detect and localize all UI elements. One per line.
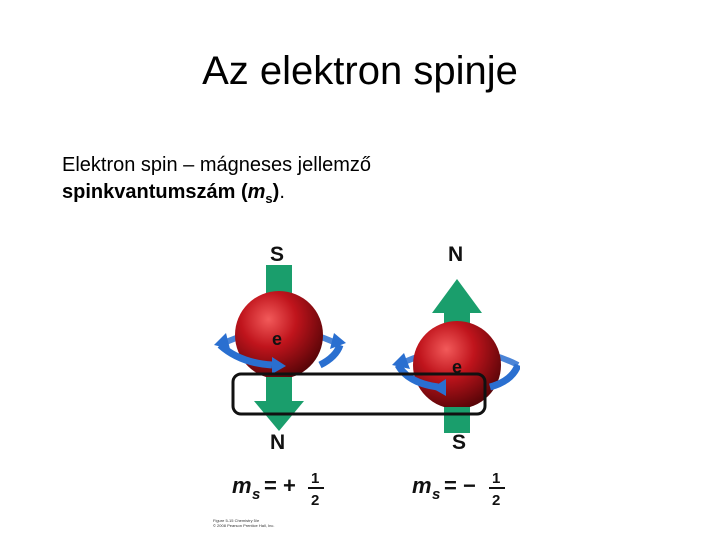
left-electron-group: S e N — [214, 243, 346, 454]
body-line-1: Elektron spin – mágneses jellemző — [62, 152, 371, 179]
right-ms-subscript: s — [432, 486, 440, 503]
left-orbit-front-right — [320, 345, 340, 365]
left-electron-label: e — [272, 329, 282, 349]
body-line-2: spinkvantumszám (ms). — [62, 179, 371, 212]
right-pole-top-label: N — [448, 243, 463, 266]
right-arrow-bottom-shaft — [444, 407, 470, 433]
left-ms-symbol: m — [232, 473, 252, 498]
period: . — [279, 181, 285, 203]
figure-credit: Figure 5-15 Chemistry 5/e © 2008 Pearson… — [213, 518, 274, 528]
right-ms-numerator: 1 — [492, 470, 500, 487]
ms-subscript: s — [265, 191, 272, 206]
right-arrow-top-head — [432, 279, 482, 313]
credit-line-2: © 2008 Pearson Prentice Hall, Inc. — [213, 523, 274, 528]
slide-body: Elektron spin – mágneses jellemző spinkv… — [62, 152, 371, 212]
right-electron-group: N e S — [392, 243, 518, 454]
ms-symbol: m — [248, 181, 266, 203]
left-ms-numerator: 1 — [311, 470, 319, 487]
left-ms-equation: m s = + 1 2 — [232, 470, 324, 509]
right-ms-equation: m s = − 1 2 — [412, 470, 505, 509]
left-pole-top-label: S — [270, 243, 284, 266]
right-ms-symbol: m — [412, 473, 432, 498]
right-pole-bottom-label: S — [452, 431, 466, 454]
left-pole-bottom-label: N — [270, 431, 285, 454]
left-ms-subscript: s — [252, 486, 260, 503]
left-orbit-arrowhead-3 — [214, 333, 230, 349]
electron-spin-diagram: S e N N e S m s = + 1 2 m s = − 1 — [200, 235, 520, 540]
spin-quantum-number-term: spinkvantumszám — [62, 181, 235, 203]
right-ms-denominator: 2 — [492, 492, 500, 509]
paren-open: ( — [235, 181, 247, 203]
right-ms-equals: = − — [444, 473, 476, 498]
left-arrow-bottom-shaft — [266, 377, 292, 403]
left-ms-equals: = + — [264, 473, 296, 498]
slide-title: Az elektron spinje — [0, 46, 720, 96]
left-ms-denominator: 2 — [311, 492, 319, 509]
left-arrow-bottom-head — [254, 401, 304, 431]
